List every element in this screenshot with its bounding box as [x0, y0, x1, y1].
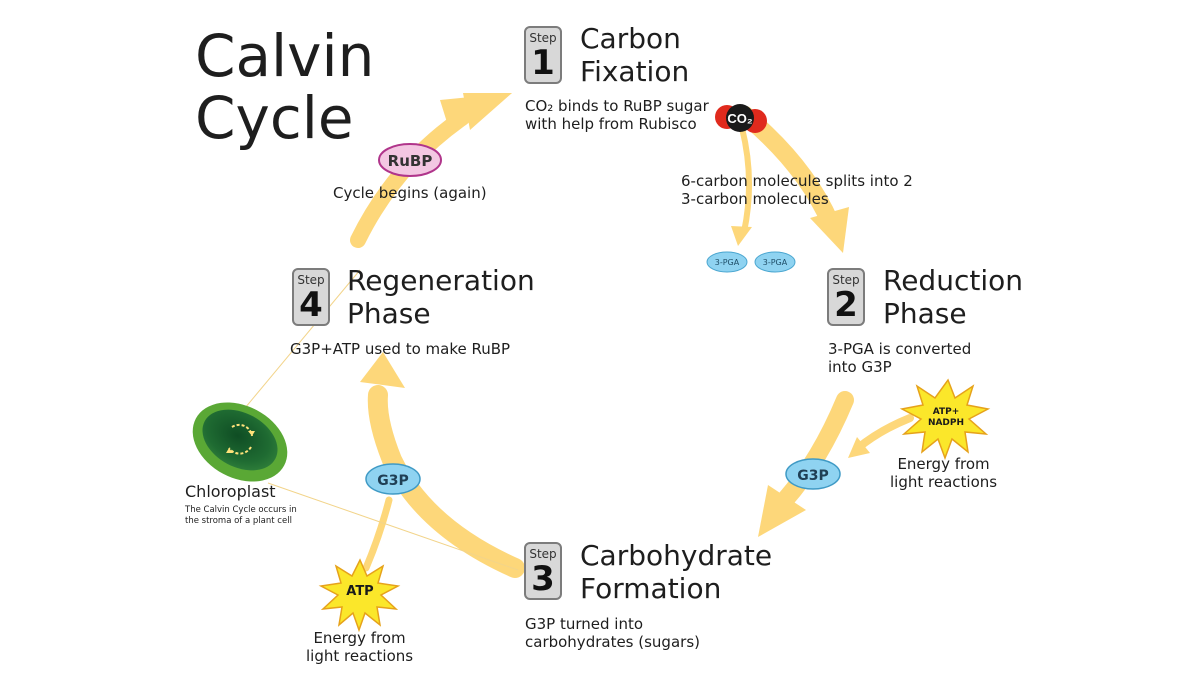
pga-label-1: 3-PGA	[715, 258, 740, 267]
rubp-label: RuBP	[388, 152, 433, 170]
arrow-split-to-pga	[731, 125, 753, 246]
step-2-badge: Step 2	[827, 268, 865, 326]
step-1-heading-line-1: Carbon	[580, 22, 681, 55]
step-2-description-line-1: 3-PGA is converted	[828, 340, 972, 358]
step-4-badge: Step 4	[292, 268, 330, 326]
step-3-heading: Carbohydrate Formation	[580, 539, 772, 605]
step-3-number: 3	[531, 559, 555, 599]
step-1-heading: Carbon Fixation	[580, 22, 689, 88]
chloroplast-label: Chloroplast	[185, 482, 276, 501]
energy-note-right-line-2: light reactions	[890, 473, 998, 491]
step-4-heading-line-1: Regeneration	[347, 264, 535, 297]
step-4-description-line-1: G3P+ATP used to make RuBP	[290, 340, 511, 358]
step-3-description-line-1: G3P turned into	[525, 615, 644, 633]
step-1-badge: Step 1	[524, 26, 562, 84]
pga-label-2: 3-PGA	[763, 258, 788, 267]
step-2-heading-line-1: Reduction	[883, 264, 1023, 297]
rubp-molecule-icon: RuBP	[378, 143, 442, 177]
diagram-title: Calvin Cycle	[195, 25, 374, 149]
arrow-energy-to-g3p	[848, 414, 914, 458]
chloroplast-leader-line-top	[244, 269, 361, 409]
step-2-heading: Reduction Phase	[883, 264, 1023, 330]
g3p-molecule-right-icon: G3P	[785, 458, 841, 490]
step-1-description-line-1: CO₂ binds to RuBP sugar	[525, 97, 709, 115]
step-3-description-line-2: carbohydrates (sugars)	[525, 633, 700, 651]
atp-star-icon: ATP	[318, 558, 401, 633]
step-4-heading: Regeneration Phase	[347, 264, 535, 330]
atp-nadph-label-2: NADPH	[928, 418, 964, 428]
g3p-label-right: G3P	[797, 468, 829, 484]
pga-molecule-1-icon: 3-PGA	[706, 251, 748, 273]
energy-note-right: Energy from light reactions	[890, 455, 997, 491]
co2-molecule-icon: CO₂	[715, 104, 767, 133]
chloroplast-note-line-2: the stroma of a plant cell	[185, 516, 292, 526]
energy-note-left: Energy from light reactions	[306, 629, 413, 665]
step-4-heading-line-2: Phase	[347, 297, 431, 330]
energy-note-right-line-1: Energy from	[897, 455, 990, 473]
step-2-number: 2	[834, 285, 858, 325]
step-1-description-line-2: with help from Rubisco	[525, 115, 697, 133]
step-3-badge-label: Step	[529, 547, 557, 561]
step-2-heading-line-2: Phase	[883, 297, 967, 330]
arrow-atp-to-g3p	[362, 496, 393, 572]
chloroplast-icon	[192, 402, 288, 482]
step-4-number: 4	[299, 285, 323, 325]
arrow-step2-to-step3	[758, 391, 854, 537]
atp-label: ATP	[346, 584, 373, 599]
title-line-2: Cycle	[195, 84, 354, 152]
step-3-badge: Step 3	[524, 542, 562, 600]
arrow-step3-to-step4	[360, 352, 525, 578]
chloroplast-leader-line-bottom	[267, 482, 519, 571]
step-1-badge-label: Step	[529, 31, 557, 45]
step-1-number: 1	[531, 43, 555, 83]
step-2-badge-label: Step	[832, 273, 860, 287]
step-3-heading-line-1: Carbohydrate	[580, 539, 773, 572]
energy-note-left-line-2: light reactions	[306, 647, 414, 665]
split-note-line-1: 6-carbon molecule splits into 2	[681, 172, 913, 190]
co2-label: CO₂	[727, 111, 753, 126]
split-note-line-2: 3-carbon molecules	[681, 190, 829, 208]
chloroplast-note-line-1: The Calvin Cycle occurs in	[185, 505, 297, 515]
step-4-description: G3P+ATP used to make RuBP	[290, 340, 510, 358]
atp-nadph-star-icon: ATP+ NADPH	[899, 378, 991, 461]
pga-molecule-2-icon: 3-PGA	[754, 251, 796, 273]
step-1-heading-line-2: Fixation	[580, 55, 690, 88]
energy-note-left-line-1: Energy from	[313, 629, 406, 647]
cycle-begins-note: Cycle begins (again)	[333, 184, 487, 202]
step-1-description: CO₂ binds to RuBP sugar with help from R…	[525, 97, 709, 133]
step-3-description: G3P turned into carbohydrates (sugars)	[525, 615, 700, 651]
step-2-description: 3-PGA is converted into G3P	[828, 340, 971, 376]
split-note: 6-carbon molecule splits into 2 3-carbon…	[681, 172, 913, 208]
step-3-heading-line-2: Formation	[580, 572, 722, 605]
g3p-molecule-left-icon: G3P	[365, 463, 421, 495]
step-2-description-line-2: into G3P	[828, 358, 892, 376]
g3p-label-left: G3P	[377, 473, 409, 489]
step-4-badge-label: Step	[297, 273, 325, 287]
chloroplast-note: The Calvin Cycle occurs in the stroma of…	[185, 505, 297, 527]
title-line-1: Calvin	[195, 22, 375, 90]
atp-nadph-label-1: ATP+	[933, 407, 960, 417]
